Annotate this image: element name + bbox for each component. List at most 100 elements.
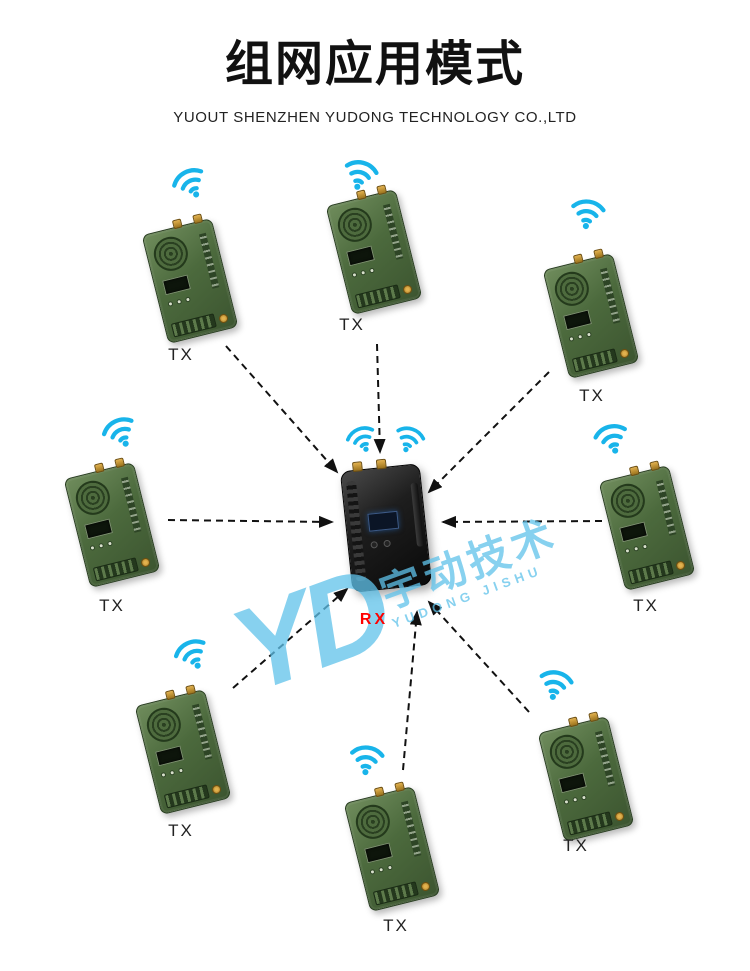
oled-screen <box>155 745 184 767</box>
antenna-connector-icon <box>171 218 183 230</box>
wifi-signal-icon <box>386 415 434 459</box>
antenna-connector-icon <box>192 213 204 225</box>
connector-block <box>566 811 613 836</box>
cooling-fan-icon <box>143 704 185 746</box>
rx-screen <box>367 510 400 532</box>
oled-screen <box>162 274 191 296</box>
wifi-signal-icon <box>539 670 574 700</box>
wifi-signal-icon <box>336 414 385 460</box>
side-label-sticker <box>379 199 408 265</box>
oled-screen <box>84 518 113 540</box>
rx-receiver-device <box>339 458 433 593</box>
rf-port-icon <box>420 881 432 892</box>
side-label-sticker <box>188 699 217 765</box>
antenna-connector-icon <box>394 781 406 793</box>
side-label-sticker <box>596 263 625 329</box>
device-buttons <box>568 331 592 342</box>
connector-block <box>163 784 210 809</box>
rf-port-icon <box>619 348 631 359</box>
antenna-connector-icon <box>185 684 197 696</box>
antenna-connector-icon <box>164 689 176 701</box>
connector-block <box>372 881 419 906</box>
cooling-fan-icon <box>72 477 114 519</box>
device-buttons <box>89 540 113 551</box>
connector-block <box>627 560 674 585</box>
wifi-signal-icon <box>101 417 134 447</box>
tx-transmitter-device <box>598 460 696 592</box>
wifi-signal-icon <box>530 659 583 706</box>
wifi-signal-icon <box>90 403 148 457</box>
antenna-connector-icon <box>376 184 388 196</box>
oled-screen <box>346 245 375 267</box>
antenna-connector-icon <box>588 711 600 723</box>
rf-port-icon <box>675 560 687 571</box>
side-label-sticker <box>117 472 146 538</box>
wifi-signal-icon <box>344 160 379 190</box>
device-buttons <box>167 296 191 307</box>
wifi-signal-icon <box>173 639 206 669</box>
wifi-signal-icon <box>584 411 639 460</box>
device-buttons <box>563 794 587 805</box>
page-title: 组网应用模式 <box>224 38 525 91</box>
antenna-connector-icon <box>593 248 605 260</box>
cooling-fan-icon <box>551 268 593 310</box>
oled-screen <box>563 309 592 331</box>
header: 组网应用模式 YUOUT SHENZHEN YUDONG TECHNOLOGY … <box>0 0 750 126</box>
wifi-signal-icon <box>396 426 426 453</box>
connector-block <box>571 348 618 373</box>
antenna-connector-icon <box>373 786 385 798</box>
wifi-signal-icon <box>342 736 392 779</box>
antenna-connector-icon <box>567 716 579 728</box>
tx-transmitter-device <box>343 781 441 913</box>
wifi-signal-icon <box>162 625 220 679</box>
antenna-connector-icon <box>375 458 387 470</box>
side-label-sticker <box>591 726 620 792</box>
tx-transmitter-device <box>141 213 239 345</box>
rf-port-icon <box>402 284 414 295</box>
cooling-fan-icon <box>352 801 394 843</box>
wifi-signal-icon <box>334 148 388 196</box>
antenna-connector-icon <box>572 253 584 265</box>
connector-block <box>92 557 139 582</box>
device-buttons <box>160 767 184 778</box>
oled-screen <box>558 772 587 794</box>
tx-transmitter-device <box>542 248 640 380</box>
wifi-signal-icon <box>571 199 606 230</box>
device-buttons <box>369 864 393 875</box>
antenna-connector-icon <box>649 460 661 472</box>
rf-port-icon <box>218 313 230 324</box>
connector-block <box>170 313 217 338</box>
page-subtitle: YUOUT SHENZHEN YUDONG TECHNOLOGY CO.,LTD <box>173 109 577 126</box>
cooling-fan-icon <box>334 204 376 246</box>
wifi-signal-icon <box>593 424 627 454</box>
connector-block <box>354 284 401 309</box>
antenna-connector-icon <box>93 462 105 474</box>
side-label-sticker <box>397 796 426 862</box>
tx-transmitter-device <box>325 184 423 316</box>
wifi-signal-icon <box>563 189 614 233</box>
tx-transmitter-device <box>537 711 635 843</box>
cooling-fan-icon <box>150 233 192 275</box>
tx-transmitter-device <box>134 684 232 816</box>
device-buttons <box>351 267 375 278</box>
side-clip <box>410 482 425 547</box>
rf-port-icon <box>614 811 626 822</box>
rf-port-icon <box>211 784 223 795</box>
cooling-fan-icon <box>607 480 649 522</box>
antenna-connector-icon <box>351 461 363 473</box>
side-label-sticker <box>652 475 681 541</box>
wifi-signal-icon <box>345 426 375 452</box>
heatsink-ridges <box>345 480 367 582</box>
antenna-connector-icon <box>628 465 640 477</box>
oled-screen <box>364 842 393 864</box>
device-buttons <box>624 543 648 554</box>
side-label-sticker <box>195 228 224 294</box>
rx-buttons <box>370 539 391 549</box>
wifi-signal-icon <box>160 153 218 208</box>
wifi-signal-icon <box>172 168 204 198</box>
antenna-connector-icon <box>355 189 367 201</box>
rf-port-icon <box>140 557 152 568</box>
oled-screen <box>619 521 648 543</box>
